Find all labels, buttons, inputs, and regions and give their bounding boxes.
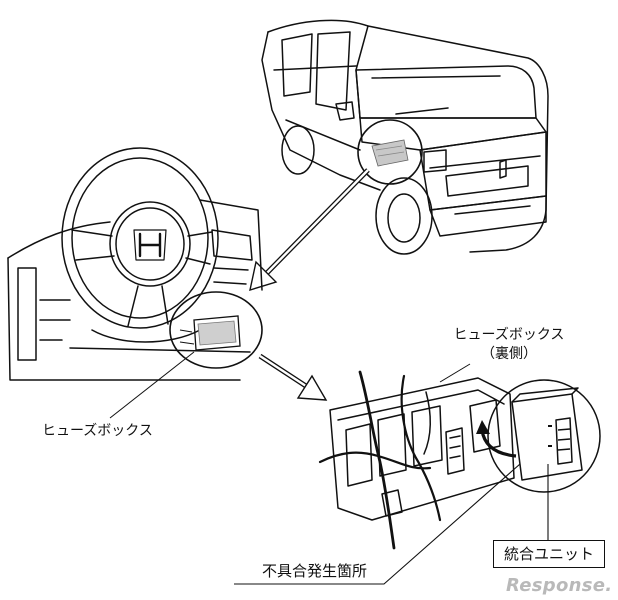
fusebox-leader-line [109, 351, 195, 419]
integrated-unit-label: 統合ユニット [493, 540, 605, 568]
fusebox-back-leader [439, 363, 471, 383]
fusebox-detail [318, 370, 515, 550]
arrow-car-to-dashboard [249, 168, 370, 292]
unit-insert-arrow [476, 420, 517, 458]
response-watermark: Response. [506, 575, 613, 596]
dashboard-illustration [7, 147, 263, 381]
car-illustration [261, 19, 549, 255]
integrated-unit-detail [487, 379, 601, 493]
fuse-box-back-line2: （裏側） [481, 346, 537, 362]
fuse-box-back-line1: ヒューズボックス [453, 327, 565, 343]
defect-leader-line [234, 463, 521, 585]
fuse-box-back-label: ヒューズボックス （裏側） [438, 326, 580, 364]
arrow-fusebox-to-detail [258, 353, 328, 401]
defect-location-label: 不具合発生箇所 [262, 562, 368, 580]
fusebox-detail-circle [169, 291, 263, 369]
fuse-box-label: ヒューズボックス [42, 423, 153, 439]
car-detail-circle [357, 119, 423, 185]
